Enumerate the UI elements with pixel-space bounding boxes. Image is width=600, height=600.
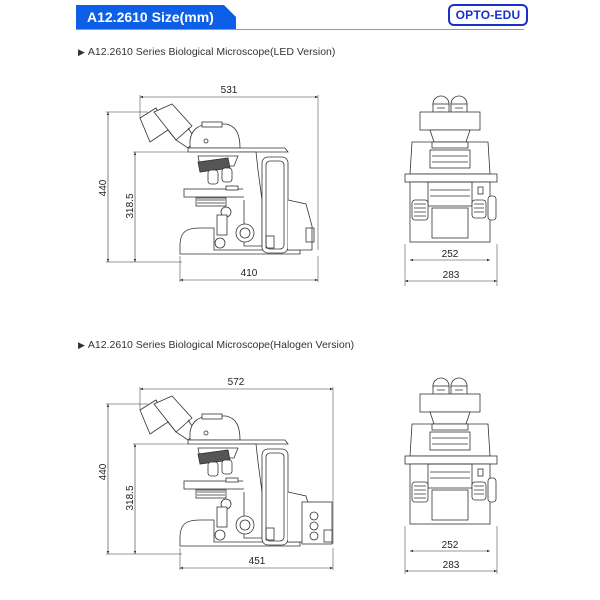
brand-logo: OPTO-EDU <box>448 4 528 26</box>
halogen-total-height-label: 440 <box>98 463 109 480</box>
page-title: A12.2610 Size(mm) <box>76 5 236 30</box>
led-base-length-label: 410 <box>241 268 258 279</box>
halogen-side-view: 572 440 318.5 451 <box>98 377 334 570</box>
led-front-view: 252 283 <box>404 95 498 286</box>
halogen-total-width-label: 283 <box>443 560 460 571</box>
led-base-width-label: 252 <box>442 249 459 260</box>
halogen-total-length-label: 572 <box>228 377 245 388</box>
header-divider <box>76 29 524 30</box>
section-title-led: ▶A12.2610 Series Biological Microscope(L… <box>78 46 336 58</box>
triangle-marker-icon: ▶ <box>78 340 85 350</box>
led-stage-height-label: 318.5 <box>125 193 136 218</box>
triangle-marker-icon: ▶ <box>78 47 85 57</box>
section-title-halogen: ▶A12.2610 Series Biological Microscope(H… <box>78 339 355 351</box>
led-total-width-label: 283 <box>443 270 460 281</box>
led-side-view: 531 440 318.5 410 <box>98 85 319 282</box>
halogen-stage-height-label: 318.5 <box>125 485 136 510</box>
led-total-length-label: 531 <box>221 85 238 96</box>
halogen-base-length-label: 451 <box>249 556 266 567</box>
halogen-front-view: 252 283 <box>404 377 498 574</box>
halogen-base-width-label: 252 <box>442 540 459 551</box>
led-total-height-label: 440 <box>98 179 109 196</box>
